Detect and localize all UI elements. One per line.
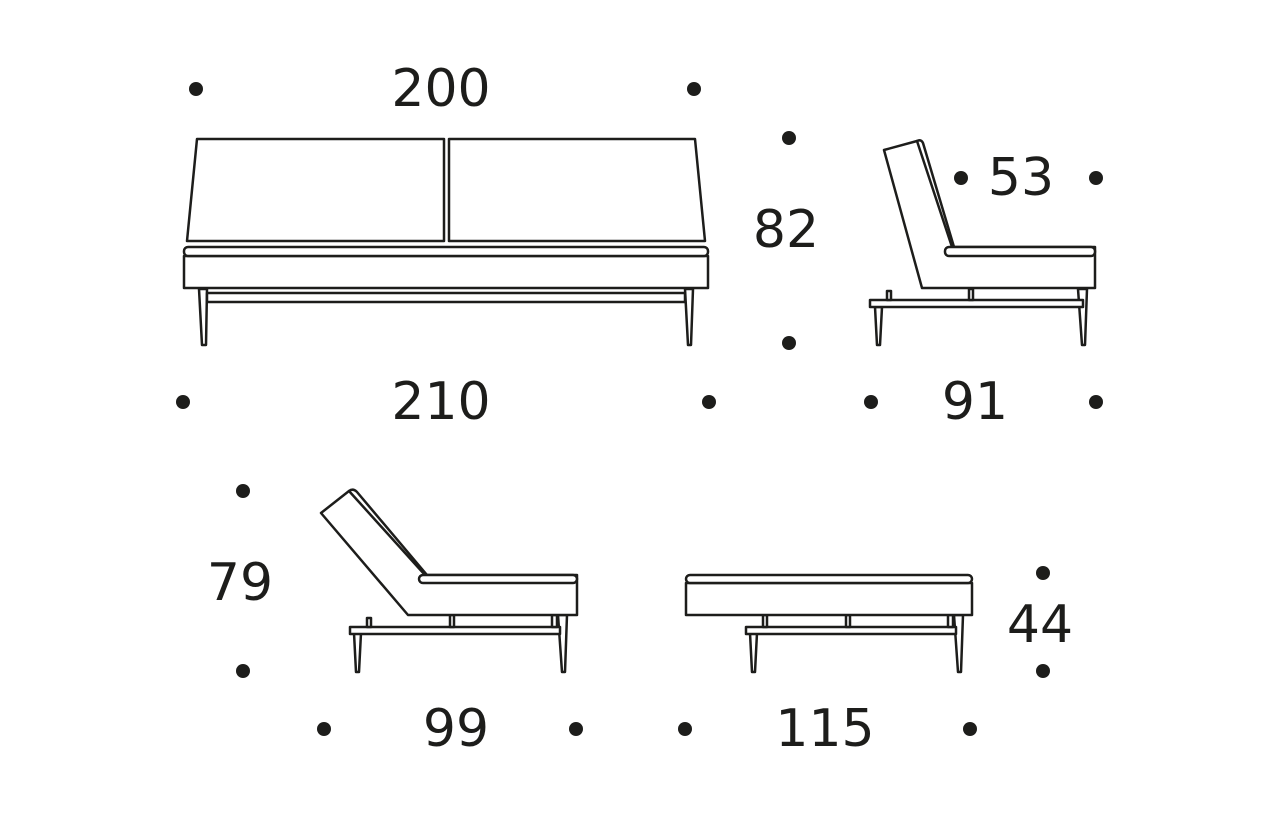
bed-frame-support: [844, 613, 852, 629]
dim-bed-length: 115: [775, 699, 874, 759]
bed-base: [684, 581, 974, 617]
bed-frame-end: [946, 613, 955, 629]
recline-frame-rail: [348, 625, 562, 636]
front-view: [182, 137, 710, 347]
front-backrest-left: [185, 137, 446, 243]
side-frame-bracket: [885, 289, 893, 302]
dimension-markers: [176, 82, 1103, 736]
recline-body: [319, 489, 579, 617]
dim-side-seat-height-back: 53: [988, 148, 1054, 208]
marker-dot: [1036, 664, 1050, 678]
recline-leg-back: [556, 613, 569, 674]
marker-dot: [687, 82, 701, 96]
recline-frame-end: [550, 613, 559, 629]
marker-dot: [569, 722, 583, 736]
recline-leg-front: [352, 631, 363, 674]
bed-leg-back: [952, 613, 965, 674]
dimension-labels: 200 210 82 53 91 79 99 44 115: [207, 59, 1073, 759]
bed-frame-bracket: [761, 613, 769, 629]
marker-dot: [317, 722, 331, 736]
marker-dot: [1036, 566, 1050, 580]
marker-dot: [236, 484, 250, 498]
dim-front-backrest-width: 200: [391, 59, 490, 119]
marker-dot: [702, 395, 716, 409]
dim-side-depth: 91: [942, 372, 1008, 432]
side-leg-back: [1076, 287, 1089, 347]
front-seat-cushion: [182, 245, 710, 258]
dim-recline-depth: 99: [423, 699, 489, 759]
bed-view: [684, 573, 974, 674]
recline-seat-cushion: [417, 573, 579, 585]
marker-dot: [954, 171, 968, 185]
recline-frame-support: [448, 613, 456, 629]
reclined-view: [319, 488, 579, 674]
side-frame-rail: [868, 298, 1085, 309]
marker-dot: [236, 664, 250, 678]
marker-dot: [189, 82, 203, 96]
marker-dot: [864, 395, 878, 409]
front-frame-rail: [205, 291, 687, 304]
marker-dot: [782, 131, 796, 145]
recline-backrest-pad: [347, 488, 429, 577]
side-leg-front: [873, 305, 884, 347]
recline-frame-bracket: [365, 616, 373, 629]
marker-dot: [1089, 171, 1103, 185]
dim-recline-height: 79: [207, 553, 273, 613]
side-view: [868, 139, 1097, 347]
bed-cushion: [684, 573, 974, 585]
side-frame-support: [967, 287, 975, 302]
side-backrest-pad: [915, 139, 956, 249]
marker-dot: [782, 336, 796, 350]
side-seat-cushion: [943, 245, 1097, 258]
dim-total-height: 82: [753, 200, 819, 260]
dim-bed-height: 44: [1007, 595, 1073, 655]
marker-dot: [963, 722, 977, 736]
marker-dot: [176, 395, 190, 409]
marker-dot: [1089, 395, 1103, 409]
front-backrest-right: [447, 137, 707, 243]
bed-frame-rail: [744, 625, 958, 636]
front-seat-base: [182, 254, 710, 290]
marker-dot: [678, 722, 692, 736]
dim-front-total-width: 210: [391, 372, 490, 432]
bed-leg-front: [748, 631, 759, 674]
